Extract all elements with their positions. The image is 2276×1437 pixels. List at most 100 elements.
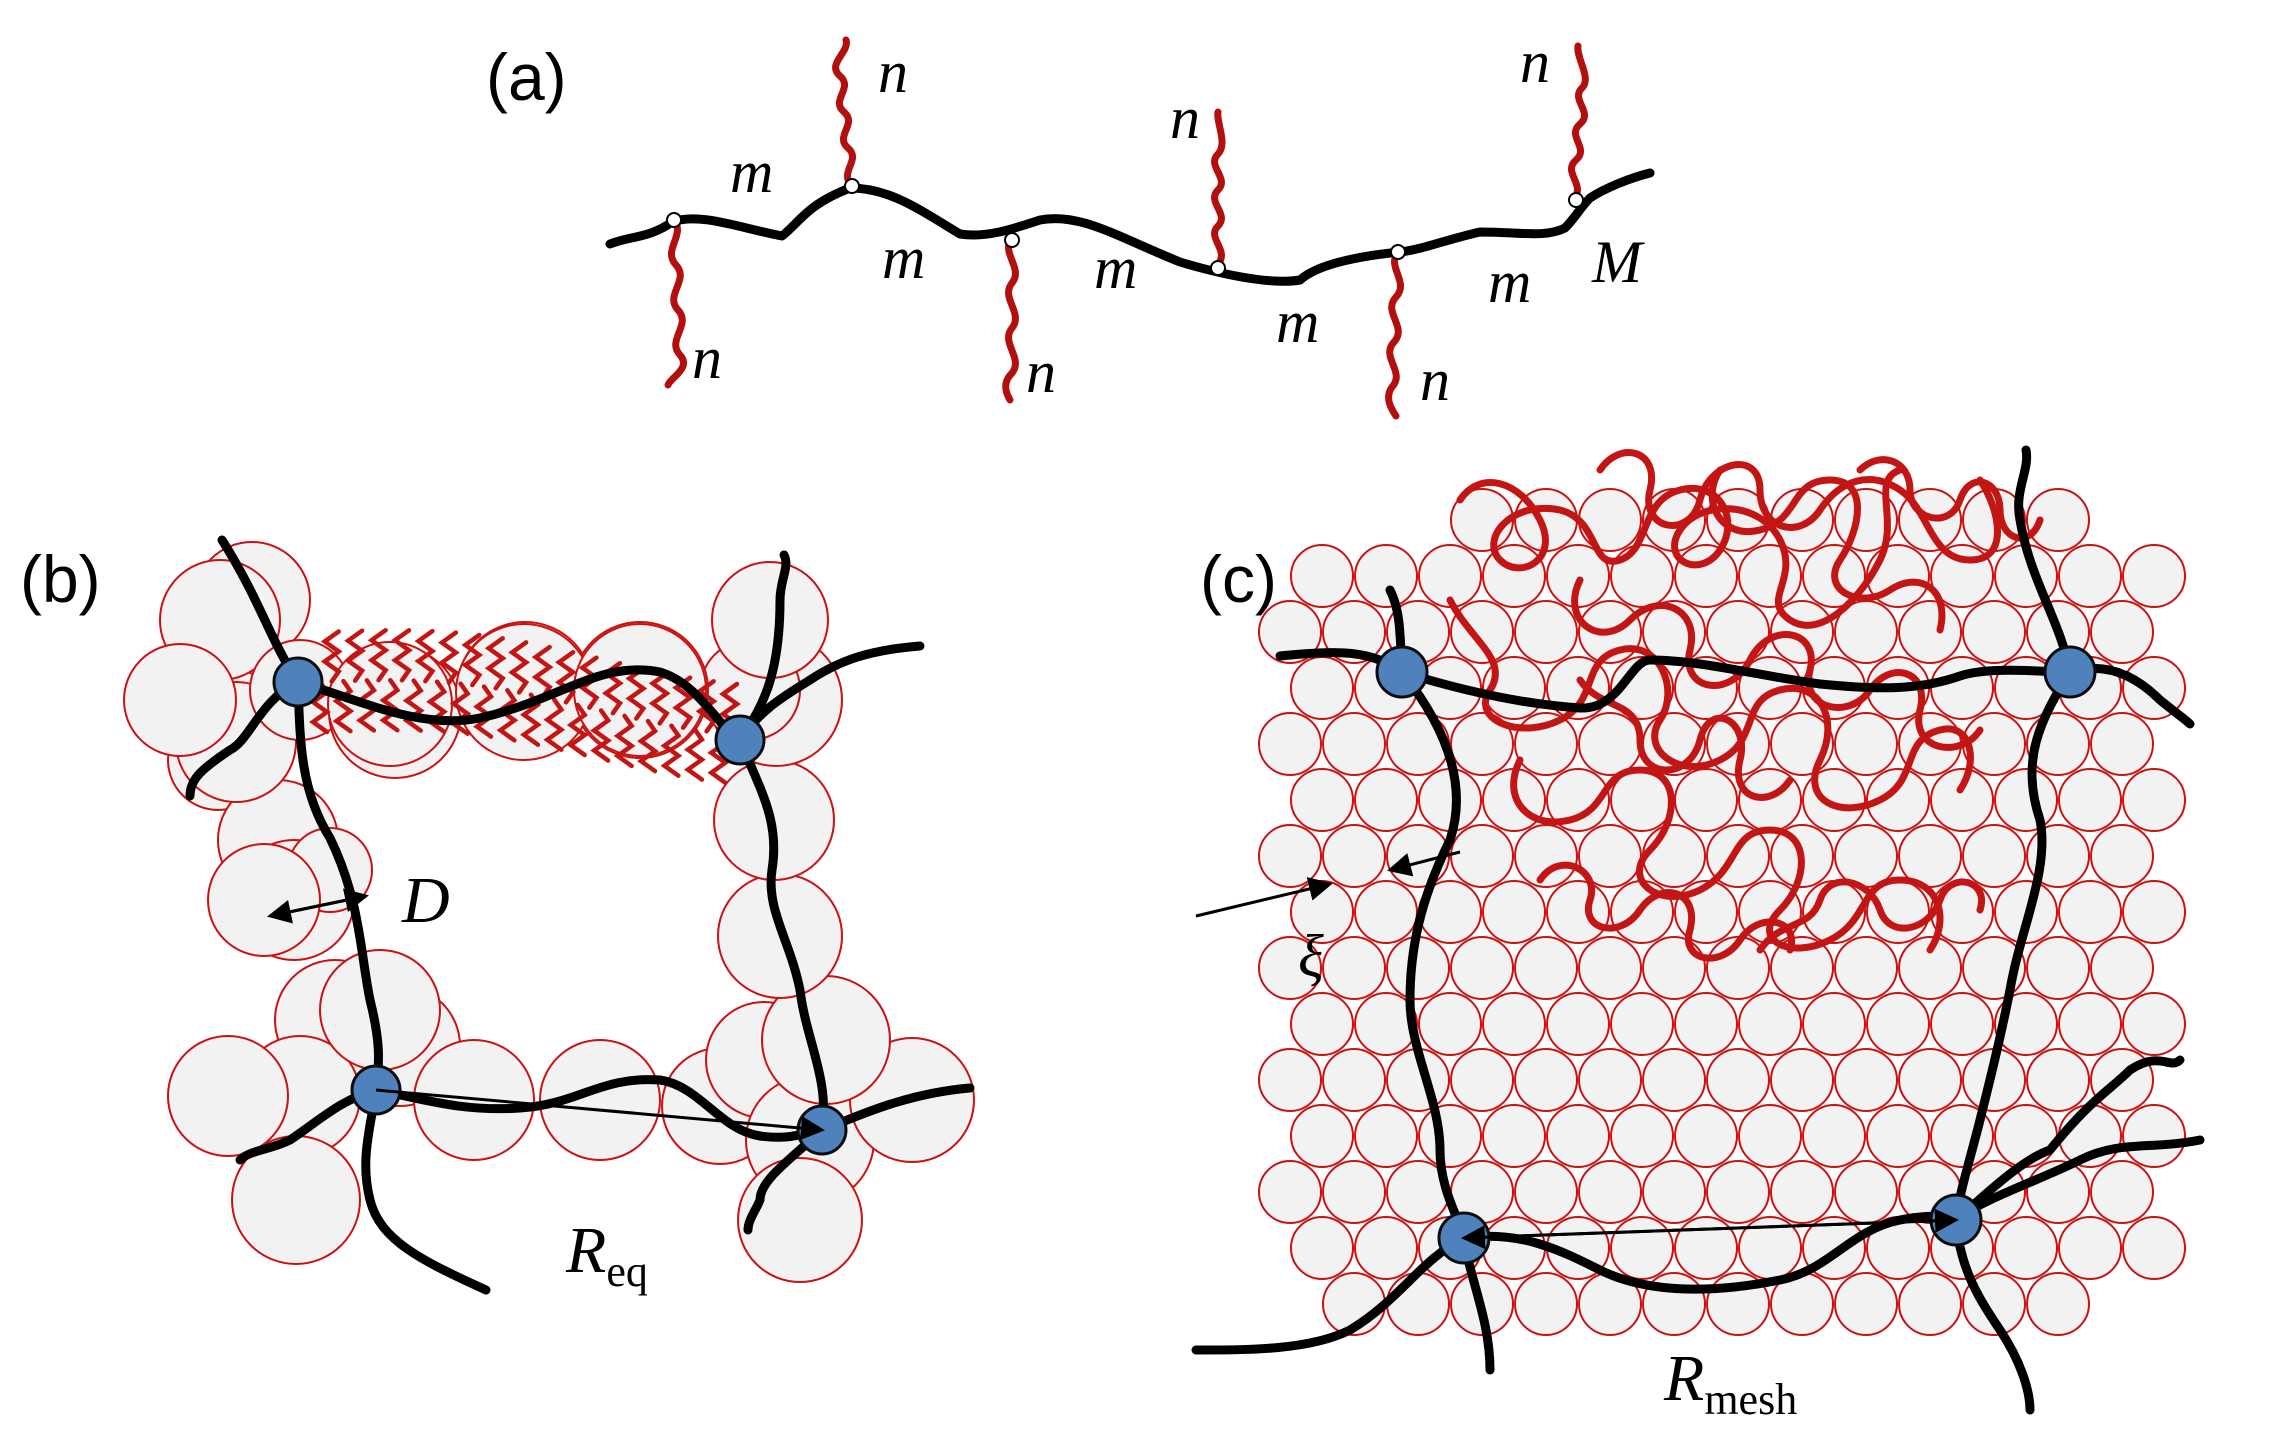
blob xyxy=(1514,1160,1578,1224)
side-chain xyxy=(344,628,366,683)
side-chain xyxy=(672,675,694,730)
blob xyxy=(1290,992,1354,1056)
blob xyxy=(2122,992,2186,1056)
label-m: m xyxy=(1094,235,1137,301)
side-chain xyxy=(320,629,343,684)
blob xyxy=(1514,936,1578,1000)
blob xyxy=(1738,1104,1802,1168)
graft-point xyxy=(1390,244,1406,260)
blob xyxy=(1866,1104,1930,1168)
side-chain xyxy=(664,216,687,389)
blob xyxy=(1386,1272,1450,1336)
side-chain xyxy=(1385,248,1405,420)
blob xyxy=(2058,544,2122,608)
blob xyxy=(2090,824,2154,888)
blob xyxy=(1866,992,1930,1056)
network-strand xyxy=(1951,1055,2185,1225)
side-chain xyxy=(449,681,472,736)
blob xyxy=(1962,824,2026,888)
blob xyxy=(2058,880,2122,944)
blob xyxy=(1418,992,1482,1056)
blob xyxy=(1450,824,1514,888)
blob xyxy=(2058,1216,2122,1280)
blob xyxy=(1418,768,1482,832)
blob xyxy=(1322,1048,1386,1112)
coiled-chain xyxy=(1708,466,1946,634)
side-chain xyxy=(438,630,460,685)
coiled-chain xyxy=(1536,861,1796,962)
graft-point xyxy=(844,178,860,194)
mesh-size-arrow xyxy=(1461,1218,1957,1250)
blob xyxy=(1482,880,1546,944)
blob xyxy=(1546,992,1610,1056)
blob xyxy=(2026,1048,2090,1112)
panel-b-label: (b) xyxy=(20,542,101,616)
blob xyxy=(1642,1160,1706,1224)
blob xyxy=(1578,936,1642,1000)
blob xyxy=(2026,1272,2090,1336)
network-strand xyxy=(735,735,829,1135)
blob xyxy=(1258,824,1322,888)
crosslink-node xyxy=(714,714,766,766)
coiled-chain xyxy=(1571,576,1984,751)
blob xyxy=(1674,544,1738,608)
blob xyxy=(1450,1048,1514,1112)
blob xyxy=(539,1039,661,1161)
blob xyxy=(1354,544,1418,608)
blob xyxy=(1482,1216,1546,1280)
blob xyxy=(1354,992,1418,1056)
blob xyxy=(1322,1160,1386,1224)
blob xyxy=(1930,768,1994,832)
label-xi: ξ xyxy=(1298,923,1324,989)
blob xyxy=(1770,1160,1834,1224)
R-mesh-subscript: mesh xyxy=(1704,1375,1797,1424)
blob xyxy=(1258,1160,1322,1224)
blob xyxy=(167,1035,289,1157)
coiled-chain xyxy=(1856,456,2044,542)
network-strand xyxy=(1951,667,2075,1225)
side-chain xyxy=(367,627,390,683)
correlation-length-arrow xyxy=(1195,877,1333,918)
blob xyxy=(1322,600,1386,664)
blob xyxy=(1802,992,1866,1056)
blob xyxy=(2090,1160,2154,1224)
label-R-mesh: Rmesh xyxy=(1663,1342,1797,1424)
end-to-end-arrow xyxy=(375,1088,825,1141)
blob xyxy=(1290,1216,1354,1280)
graft-point xyxy=(1210,260,1226,276)
blob xyxy=(1770,936,1834,1000)
blob xyxy=(207,843,321,957)
blob xyxy=(1674,768,1738,832)
side-chain xyxy=(684,727,706,782)
blob xyxy=(1610,544,1674,608)
blob xyxy=(2122,1216,2186,1280)
blob xyxy=(1898,1048,1962,1112)
blob xyxy=(1514,824,1578,888)
coiled-side-chains xyxy=(1446,449,2044,962)
coiled-chain xyxy=(1446,596,1974,812)
blob xyxy=(2058,768,2122,832)
network-strand xyxy=(2014,445,2075,677)
side-chain xyxy=(332,678,355,734)
blob xyxy=(1290,544,1354,608)
panel-c-label: (c) xyxy=(1200,542,1277,616)
blob xyxy=(737,1157,863,1283)
blob xyxy=(1866,768,1930,832)
side-chain xyxy=(566,702,589,758)
blob xyxy=(1290,1104,1354,1168)
blob xyxy=(1578,712,1642,776)
blob xyxy=(1898,600,1962,664)
label-R-eq: Req xyxy=(565,1214,648,1296)
network-strand xyxy=(1397,667,1469,1243)
side-chain xyxy=(543,697,566,752)
blob xyxy=(2058,992,2122,1056)
panel-a: (a) n n n n n n m m m m m M xyxy=(486,29,1655,420)
crosslink-node xyxy=(2043,645,2097,699)
network-strand xyxy=(743,1125,827,1235)
blob xyxy=(1578,1160,1642,1224)
side-chain xyxy=(391,628,413,683)
blob xyxy=(1418,1104,1482,1168)
label-n: n xyxy=(878,39,908,105)
blob xyxy=(123,643,237,757)
